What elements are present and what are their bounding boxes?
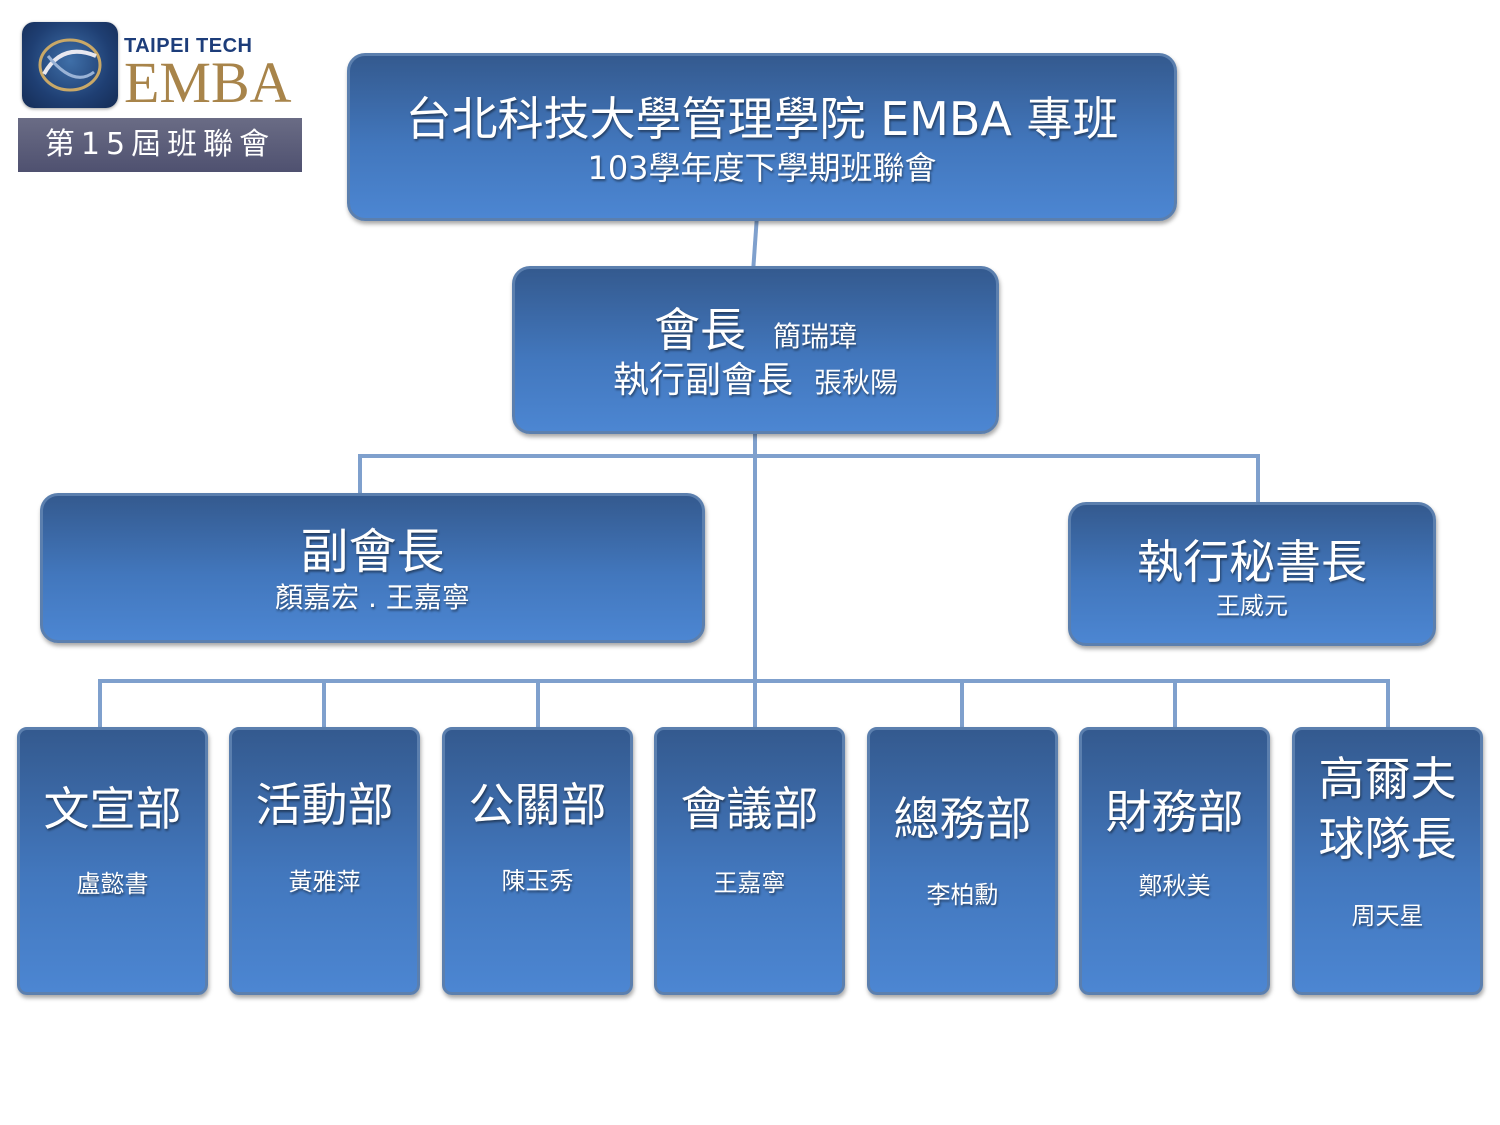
connector-dept-drop	[960, 679, 964, 727]
connector-dept-drop	[536, 679, 540, 727]
connector-dept-drop	[1173, 679, 1177, 727]
president-role: 會長	[653, 303, 746, 357]
department-head: 鄭秋美	[1138, 872, 1211, 900]
vice-president-role: 副會長	[300, 524, 445, 580]
logo-school-name: TAIPEI TECH	[124, 35, 253, 57]
org-subtitle: 103學年度下學期班聯會	[587, 149, 937, 187]
executive-secretary-name: 王威元	[1216, 592, 1288, 620]
org-title: 台北科技大學管理學院 EMBA 專班	[405, 92, 1119, 146]
department-head: 盧懿書	[76, 870, 149, 898]
president-box: 會長 簡瑞璋 執行副會長 張秋陽	[512, 266, 999, 434]
exec-vp-name: 張秋陽	[814, 366, 899, 399]
department-box: 財務部 鄭秋美	[1079, 727, 1270, 995]
department-title: 公關部	[468, 778, 607, 832]
department-title-line1: 高爾夫	[1318, 752, 1457, 806]
connector-mid-horizontal	[358, 454, 1260, 458]
department-title: 文宣部	[43, 782, 182, 836]
executive-secretary-role: 執行秘書長	[1137, 535, 1367, 589]
department-title: 總務部	[893, 792, 1032, 846]
logo-program-name: EMBA	[124, 50, 292, 115]
department-title-line2: 球隊長	[1318, 812, 1457, 866]
exec-vp-role: 執行副會長	[612, 360, 793, 401]
swirl-emblem-icon	[22, 22, 118, 108]
connector-secretary-drop	[1256, 454, 1260, 504]
vice-president-box: 副會長 顏嘉宏 . 王嘉寧	[40, 493, 705, 643]
connector-president-trunk	[753, 432, 757, 728]
vice-president-names: 顏嘉宏 . 王嘉寧	[275, 581, 470, 614]
president-name: 簡瑞璋	[773, 320, 858, 353]
exec-vp-line: 執行副會長 張秋陽	[515, 363, 996, 399]
department-box: 文宣部 盧懿書	[17, 727, 208, 995]
connector-dept-drop	[322, 679, 326, 727]
department-head: 李柏勳	[926, 881, 999, 909]
department-head: 王嘉寧	[713, 869, 786, 897]
department-title: 財務部	[1105, 785, 1244, 839]
department-head: 周天星	[1351, 902, 1424, 930]
connector-vice-drop	[358, 454, 362, 494]
department-box: 高爾夫 球隊長 周天星	[1292, 727, 1483, 995]
department-title: 會議部	[680, 782, 819, 836]
department-box: 總務部 李柏勳	[867, 727, 1058, 995]
org-title-box: 台北科技大學管理學院 EMBA 專班 103學年度下學期班聯會	[347, 53, 1177, 221]
department-box: 公關部 陳玉秀	[442, 727, 633, 995]
connector-dept-drop	[1386, 679, 1390, 727]
president-line: 會長 簡瑞璋	[515, 307, 996, 353]
department-title: 活動部	[255, 778, 394, 832]
department-box: 活動部 黃雅萍	[229, 727, 420, 995]
department-head: 黃雅萍	[288, 868, 361, 896]
department-box: 會議部 王嘉寧	[654, 727, 845, 995]
department-head: 陳玉秀	[501, 867, 574, 895]
connector-dept-drop	[98, 679, 102, 727]
executive-secretary-box: 執行秘書長 王威元	[1068, 502, 1436, 646]
connector-dept-horizontal	[98, 679, 1390, 683]
logo-term-label: 第15屆班聯會	[18, 118, 302, 172]
connector-top-president	[751, 220, 759, 268]
